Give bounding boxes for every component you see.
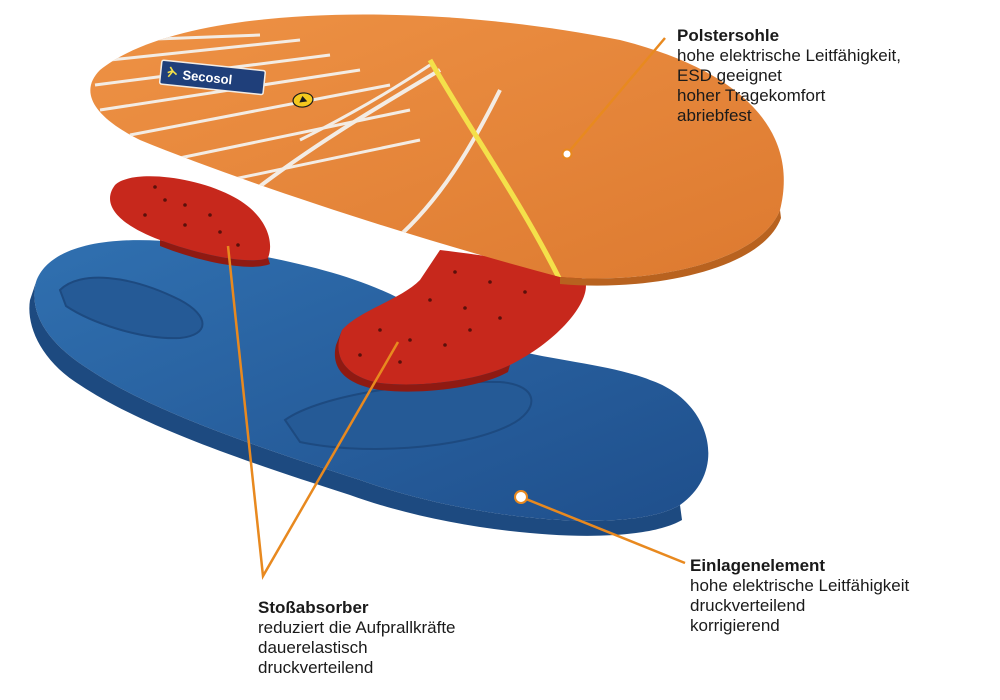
logo-text: Secosol (182, 67, 233, 87)
forefoot-shock-absorber (334, 250, 586, 392)
logo-plate (158, 59, 266, 96)
callout-title: Stoßabsorber (258, 598, 369, 617)
callout-line: abriebfest (677, 106, 752, 125)
callout-line: druckverteilend (690, 596, 806, 615)
heel-pad-edge (160, 240, 270, 267)
callout-stossabsorber: Stoßabsorber reduziert die Aufprallkräft… (258, 598, 456, 678)
callout-line: korrigierend (690, 616, 780, 635)
callout-markers (514, 148, 573, 504)
callout-line: hohe elektrische Leitfähigkeit, (677, 46, 901, 65)
callout-line: dauerelastisch (258, 638, 368, 657)
callout-line: druckverteilend (258, 658, 374, 677)
heel-shock-absorber (110, 176, 271, 267)
running-person-logo-icon (167, 66, 178, 78)
esd-badge (292, 92, 314, 108)
callout-line: reduziert die Aufprallkräfte (258, 618, 456, 637)
marker-polster (561, 148, 573, 160)
callout-line: hohe elektrische Leitfähigkeit (690, 576, 910, 595)
heel-pad-holes (143, 185, 240, 247)
callout-polstersohle: Polstersohle hohe elektrische Leitfähigk… (677, 26, 901, 126)
heel-pad-top (110, 176, 271, 261)
callout-leaders (226, 37, 686, 580)
forefoot-pad-holes (358, 270, 527, 364)
callout-line: ESD geeignet (677, 66, 782, 85)
callout-einlagenelement: Einlagenelement hohe elektrische Leitfäh… (690, 556, 909, 636)
conductive-yellow-stripe (427, 58, 563, 279)
forefoot-pad-top (338, 250, 586, 385)
heel-cup (58, 276, 204, 340)
secosol-logo: Secosol (158, 59, 266, 96)
leader-stoss (226, 245, 400, 580)
marker-einlage (514, 490, 528, 504)
callout-line: hoher Tragekomfort (677, 86, 826, 105)
base-side-wall (29, 282, 682, 536)
top-cushion-sheet: Secosol (90, 14, 784, 286)
leader-polster (566, 37, 666, 155)
callout-title: Einlagenelement (690, 556, 826, 575)
leader-einlage (520, 495, 686, 565)
callout-title: Polstersohle (677, 26, 780, 45)
